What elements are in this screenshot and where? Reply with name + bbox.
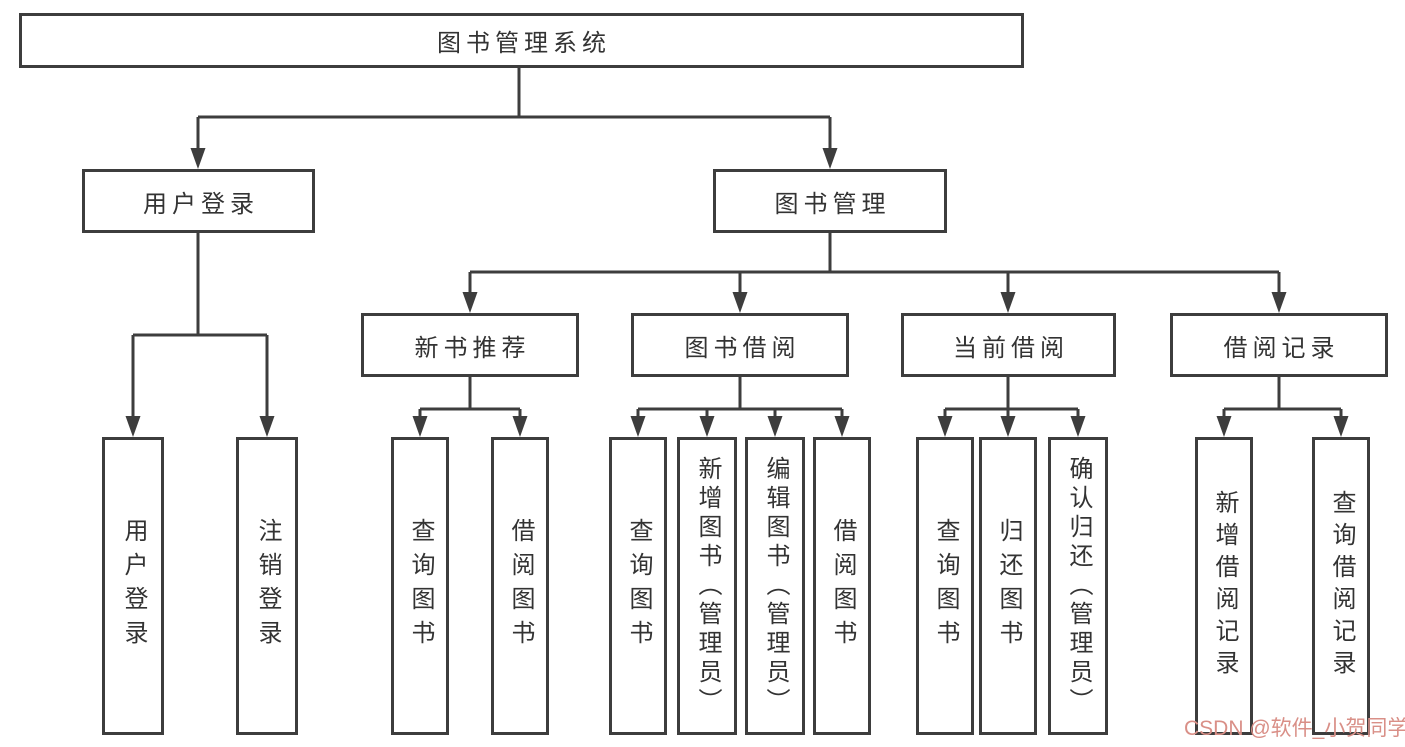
- arrow-down-icon: [512, 416, 528, 437]
- arrow-down-icon: [1271, 292, 1287, 313]
- node-leaf-return-books: 归还图书: [979, 437, 1037, 735]
- node-leaf-user-login: 用户登录: [102, 437, 164, 735]
- arrow-down-icon: [1333, 416, 1349, 437]
- node-book-management: 图书管理: [713, 169, 947, 233]
- arrow-down-icon: [412, 416, 428, 437]
- node-book-borrowing: 图书借阅: [631, 313, 849, 377]
- arrow-down-icon: [732, 292, 748, 313]
- arrow-down-icon: [190, 148, 206, 169]
- arrow-down-icon: [1000, 416, 1016, 437]
- node-borrowing-records: 借阅记录: [1170, 313, 1388, 377]
- arrow-down-icon: [1000, 292, 1016, 313]
- arrow-down-icon: [834, 416, 850, 437]
- node-current-borrowing: 当前借阅: [901, 313, 1116, 377]
- node-leaf-borrow-books-1: 借阅图书: [491, 437, 549, 735]
- arrow-down-icon: [822, 148, 838, 169]
- arrow-down-icon: [259, 416, 275, 437]
- arrow-down-icon: [1216, 416, 1232, 437]
- node-leaf-add-books-admin: 新增图书（管理员）: [677, 437, 737, 735]
- arrow-down-icon: [125, 416, 141, 437]
- node-leaf-logout: 注销登录: [236, 437, 298, 735]
- arrowhead-icons: [125, 148, 1349, 437]
- node-leaf-confirm-return-admin: 确认归还（管理员）: [1048, 437, 1108, 735]
- arrow-down-icon: [630, 416, 646, 437]
- node-leaf-edit-books-admin: 编辑图书（管理员）: [745, 437, 805, 735]
- node-user-login: 用户登录: [82, 169, 315, 233]
- arrow-down-icon: [767, 416, 783, 437]
- arrow-down-icon: [462, 292, 478, 313]
- node-leaf-borrow-books-2: 借阅图书: [813, 437, 871, 735]
- node-leaf-query-books-2: 查询图书: [609, 437, 667, 735]
- node-leaf-query-books-3: 查询图书: [916, 437, 974, 735]
- node-leaf-query-books-1: 查询图书: [391, 437, 449, 735]
- node-leaf-add-borrow-record: 新增借阅记录: [1195, 437, 1253, 735]
- node-leaf-query-borrow-record: 查询借阅记录: [1312, 437, 1370, 735]
- node-library-management-system: 图书管理系统: [19, 13, 1024, 68]
- csdn-watermark: CSDN @软件_小贺同学: [1184, 717, 1405, 740]
- arrow-down-icon: [1070, 416, 1086, 437]
- arrow-down-icon: [699, 416, 715, 437]
- arrow-down-icon: [937, 416, 953, 437]
- node-new-book-recommend: 新书推荐: [361, 313, 579, 377]
